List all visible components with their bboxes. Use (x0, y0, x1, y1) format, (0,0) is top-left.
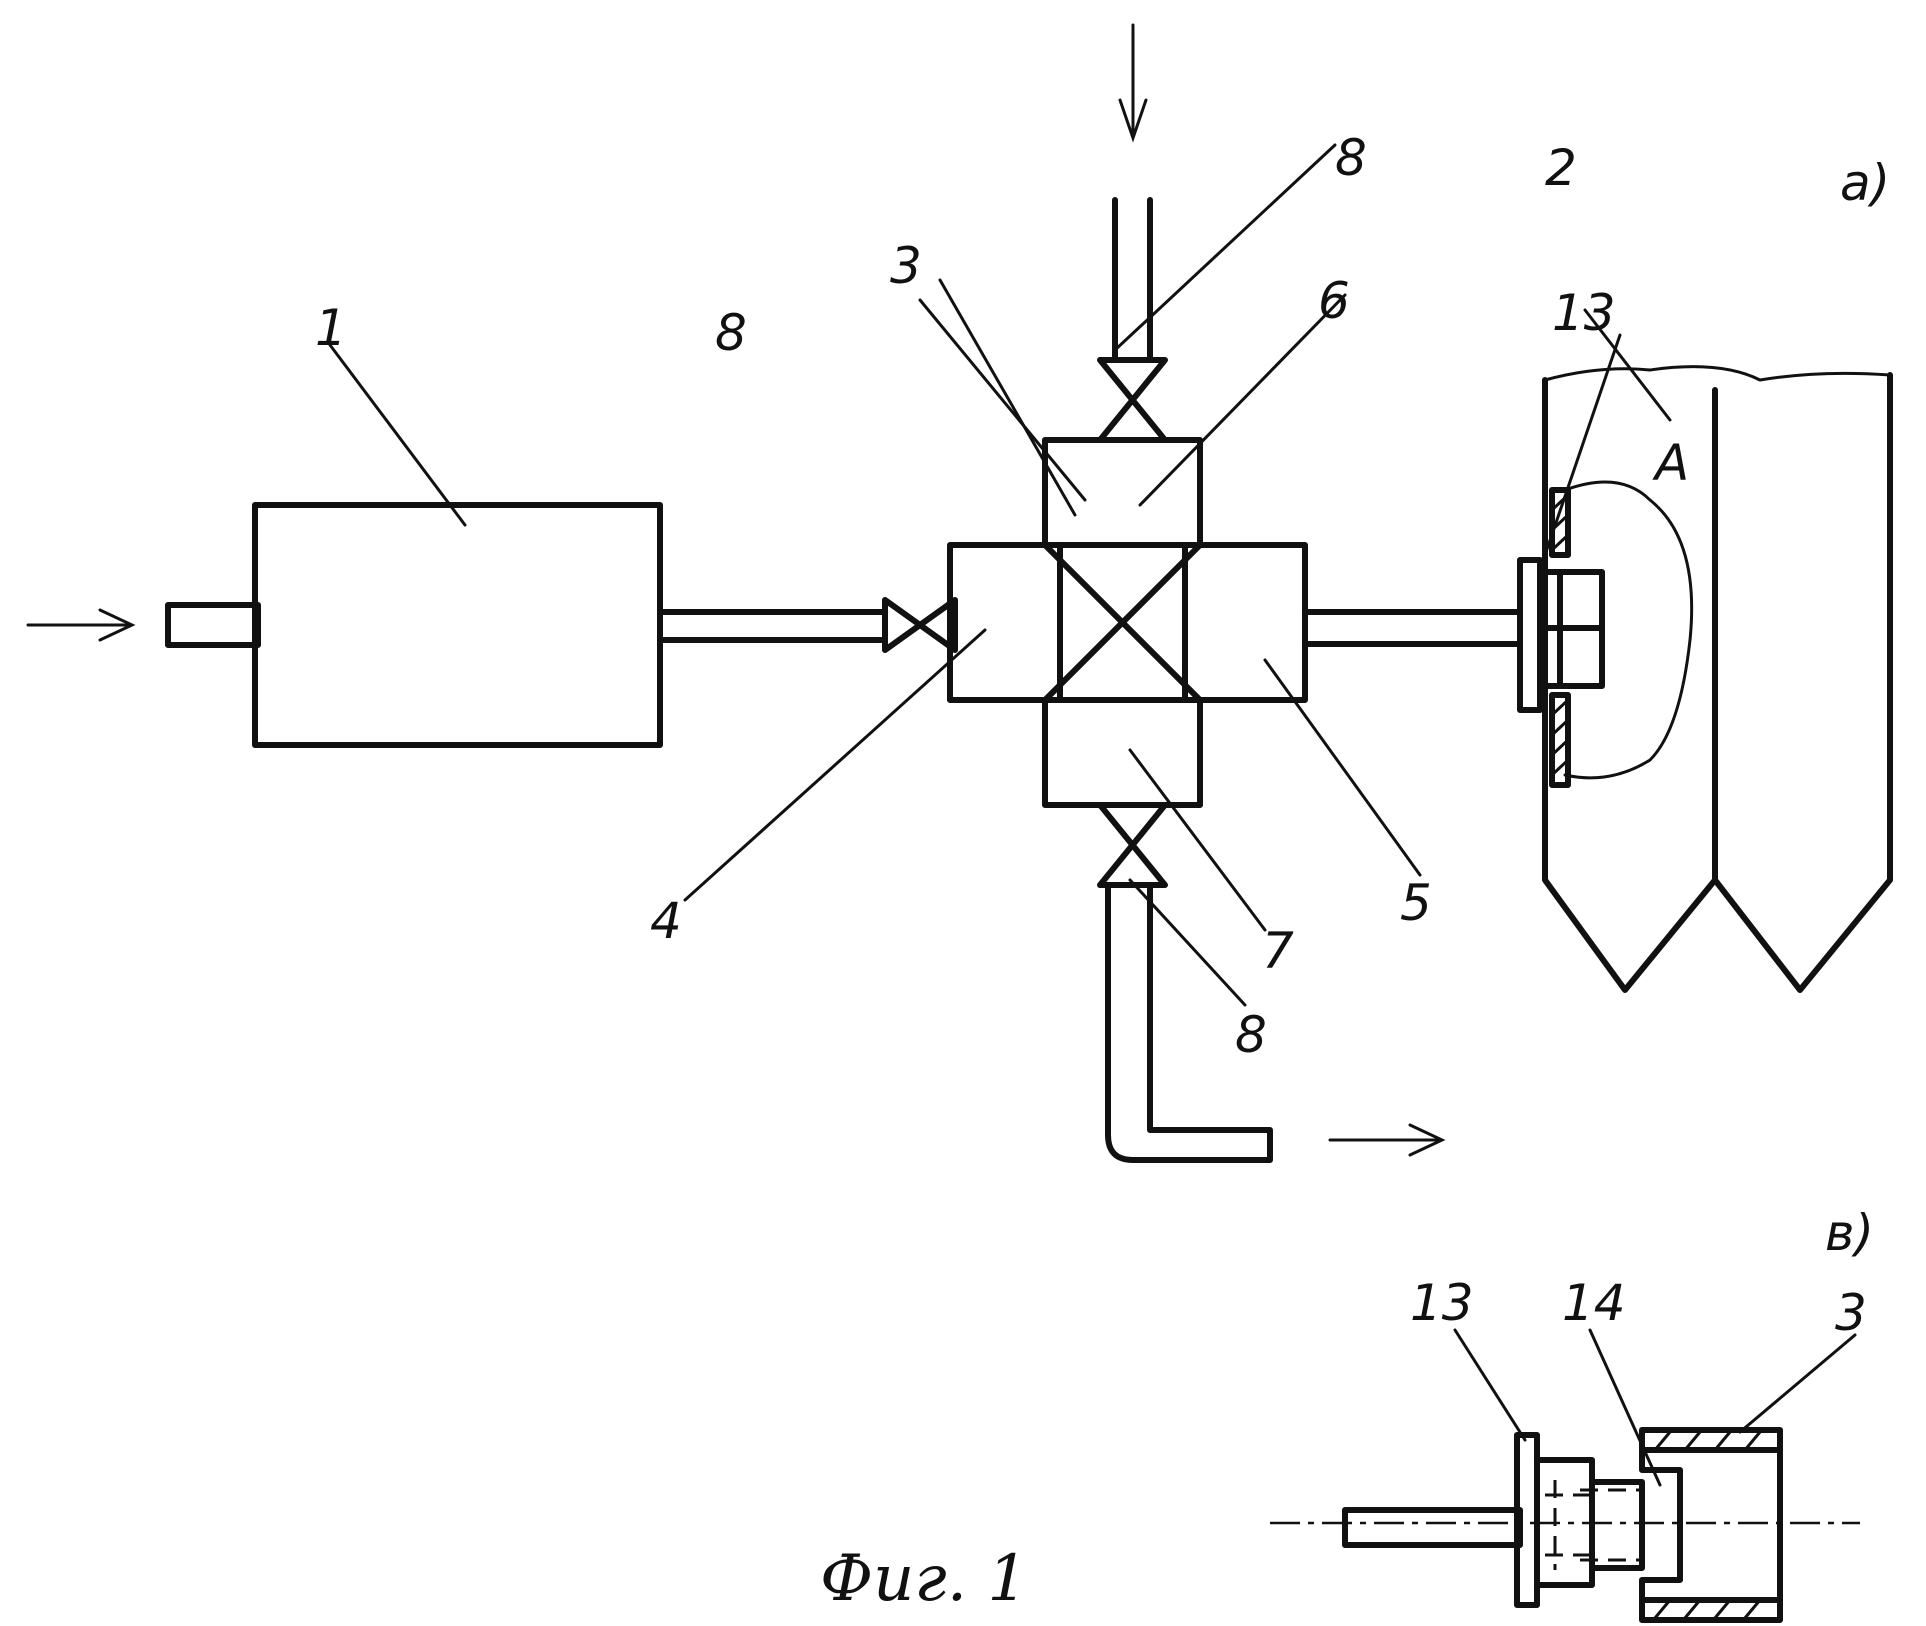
shaft-right (1305, 560, 1602, 710)
label-8-top: 8 (1335, 129, 1367, 187)
label-A: A (1652, 434, 1689, 492)
label-3-b: 3 (1835, 1284, 1867, 1342)
leader-lines-a (330, 145, 1670, 1005)
label-3: 3 (890, 237, 922, 295)
label-5: 5 (1400, 874, 1432, 932)
label-6: 6 (1318, 272, 1350, 330)
label-13-b: 13 (1410, 1274, 1474, 1332)
label-4: 4 (650, 892, 682, 950)
cross-distributor (950, 440, 1305, 805)
label-view-a: a) (1840, 154, 1890, 212)
bottom-outlet (1100, 805, 1442, 1160)
figure-caption: Фиг. 1 (820, 1542, 1028, 1616)
top-inlet (1100, 25, 1165, 440)
label-13: 13 (1552, 284, 1616, 342)
label-8-bottom: 8 (1235, 1006, 1267, 1064)
unit-1-box (168, 505, 885, 745)
detail-view-b (1270, 1330, 1860, 1620)
label-7: 7 (1262, 922, 1294, 980)
label-view-b: в) (1825, 1204, 1874, 1262)
inlet-arrow-left (28, 610, 132, 640)
label-1: 1 (315, 299, 347, 357)
vessel-2 (1545, 367, 1890, 990)
label-2: 2 (1545, 139, 1577, 197)
valve-left (885, 600, 955, 650)
label-14-b: 14 (1562, 1274, 1626, 1332)
label-8-left: 8 (715, 304, 747, 362)
